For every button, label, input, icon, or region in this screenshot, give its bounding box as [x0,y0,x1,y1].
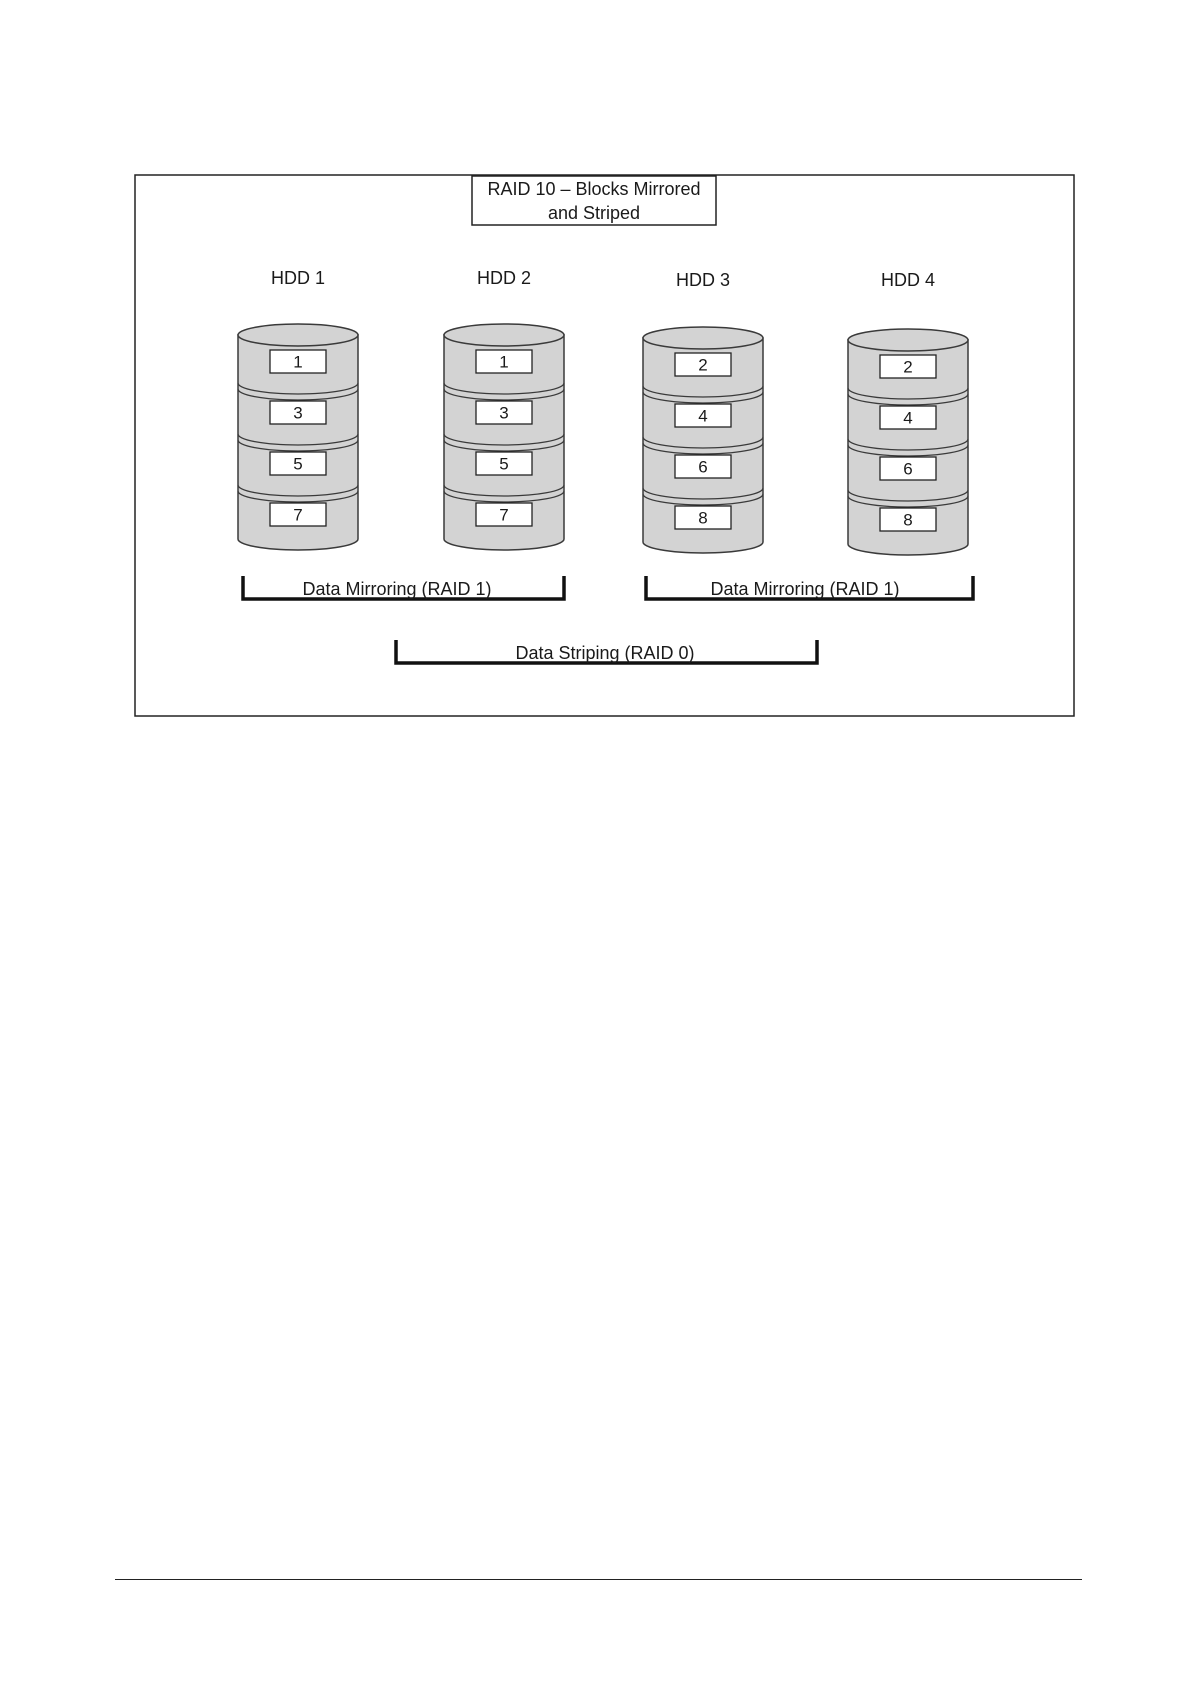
mirror-label-2: Data Mirroring (RAID 1) [710,579,899,599]
data-block-number: 2 [903,358,912,377]
cylinder-top [848,329,968,351]
hdd-label: HDD 2 [477,268,531,288]
mirror-label-1: Data Mirroring (RAID 1) [302,579,491,599]
data-block-number: 7 [293,506,302,525]
data-block-number: 2 [698,356,707,375]
data-block-number: 1 [499,353,508,372]
data-block: 4 [675,404,731,427]
data-block-number: 5 [293,455,302,474]
diagram-title: RAID 10 – Blocks Mirrored and Striped [472,176,716,225]
data-block-number: 8 [698,509,707,528]
hdd-label: HDD 4 [881,270,935,290]
data-block-number: 4 [698,407,707,426]
data-block: 8 [880,508,936,531]
cylinder-top [238,324,358,346]
hdd-label: HDD 3 [676,270,730,290]
title-line-2: and Striped [548,203,640,223]
data-block: 1 [270,350,326,373]
data-block-number: 8 [903,511,912,530]
data-block-number: 7 [499,506,508,525]
data-block-number: 4 [903,409,912,428]
data-block: 5 [476,452,532,475]
data-block: 2 [675,353,731,376]
data-block-number: 5 [499,455,508,474]
footer-rule [115,1579,1082,1580]
data-block: 7 [476,503,532,526]
cylinder-top [643,327,763,349]
data-block-number: 1 [293,353,302,372]
cylinder-top [444,324,564,346]
stripe-label: Data Striping (RAID 0) [515,643,694,663]
data-block: 5 [270,452,326,475]
title-line-1: RAID 10 – Blocks Mirrored [487,179,700,199]
data-block-number: 6 [903,460,912,479]
data-block: 2 [880,355,936,378]
data-block: 3 [476,401,532,424]
data-block: 4 [880,406,936,429]
data-block: 1 [476,350,532,373]
data-block: 6 [880,457,936,480]
data-block: 3 [270,401,326,424]
data-block: 7 [270,503,326,526]
data-block: 8 [675,506,731,529]
hdd-label: HDD 1 [271,268,325,288]
data-block: 6 [675,455,731,478]
data-block-number: 3 [499,404,508,423]
data-block-number: 3 [293,404,302,423]
data-block-number: 6 [698,458,707,477]
